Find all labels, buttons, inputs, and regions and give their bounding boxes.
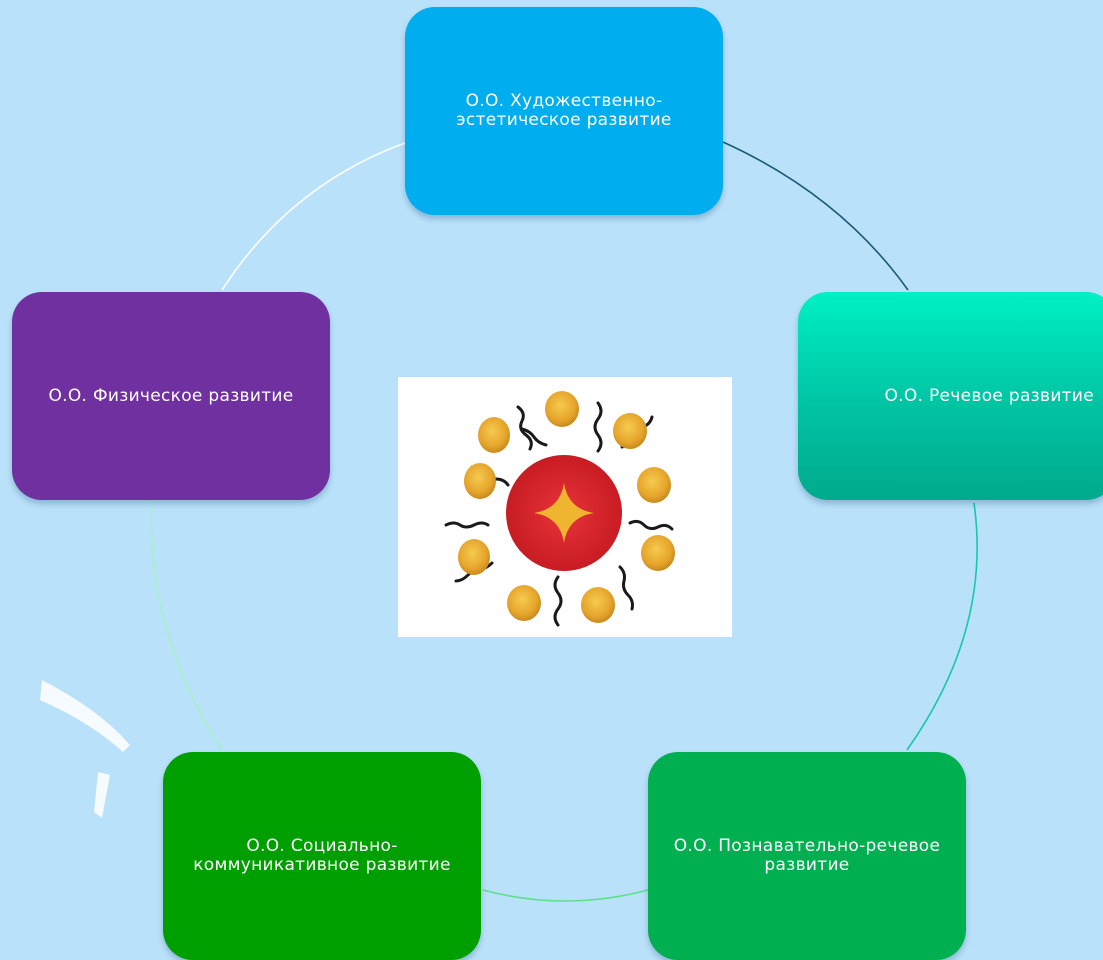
node-social-communicative-development: О.О. Социально-коммуникативное развитие: [163, 752, 481, 960]
node-physical-label: О.О. Физическое развитие: [48, 385, 294, 406]
connector-cognitive-social: [482, 889, 649, 902]
node-speech-development: О.О. Речевое развитие: [798, 292, 1103, 500]
node-social-label: О.О. Социально-коммуникативное развитие: [193, 836, 451, 875]
node-artistic-development: О.О. Художественно-эстетическое развитие: [405, 7, 723, 215]
connector-artistic-speech: [722, 141, 909, 291]
node-speech-label: О.О. Речевое развитие: [884, 385, 1094, 406]
center-picture: [398, 377, 732, 637]
node-physical-development: О.О. Физическое развитие: [12, 292, 330, 500]
sun-illustration-icon: [444, 391, 675, 627]
connector-social-physical: [150, 499, 223, 751]
node-cognitive-speech-development: О.О. Познавательно-речевое развитие: [648, 752, 966, 960]
node-artistic-label: О.О. Художественно-эстетическое развитие: [456, 91, 672, 130]
arc-decoration-icon: [40, 680, 130, 818]
connector-physical-artistic: [221, 142, 406, 291]
node-cognitive-label: О.О. Познавательно-речевое развитие: [673, 836, 941, 875]
connector-speech-cognitive: [906, 502, 978, 751]
